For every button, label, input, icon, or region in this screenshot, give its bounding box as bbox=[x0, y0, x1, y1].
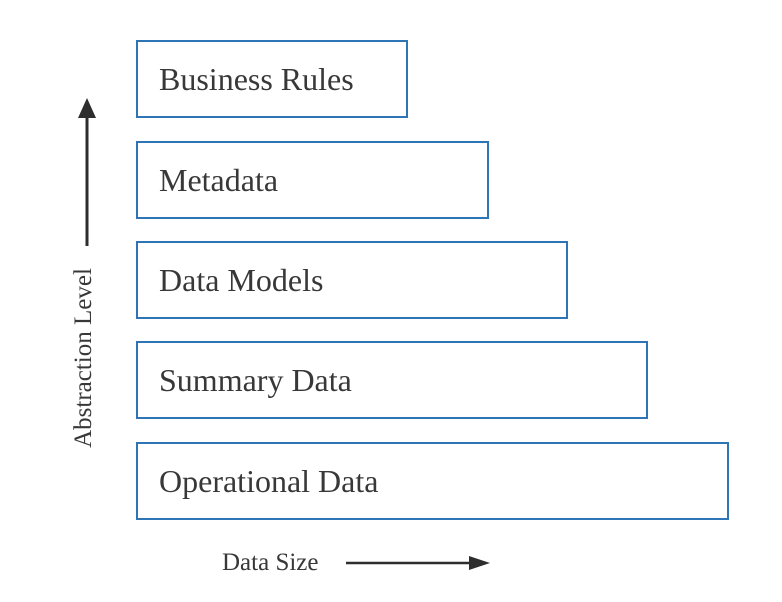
level-box-label: Data Models bbox=[159, 261, 324, 298]
level-box-summary-data: Summary Data bbox=[136, 341, 648, 419]
level-box-label: Operational Data bbox=[159, 462, 379, 499]
y-axis-label: Abstraction Level bbox=[70, 268, 97, 448]
level-box-operational-data: Operational Data bbox=[136, 442, 729, 520]
level-box-business-rules: Business Rules bbox=[136, 40, 408, 118]
level-box-data-models: Data Models bbox=[136, 241, 568, 319]
level-box-label: Business Rules bbox=[159, 60, 354, 97]
level-box-label: Metadata bbox=[159, 161, 279, 198]
level-box-metadata: Metadata bbox=[136, 141, 489, 219]
up-arrow-icon bbox=[78, 98, 96, 246]
x-axis-label: Data Size bbox=[222, 549, 319, 576]
right-arrow-icon bbox=[346, 556, 490, 570]
level-box-label: Summary Data bbox=[159, 361, 352, 398]
